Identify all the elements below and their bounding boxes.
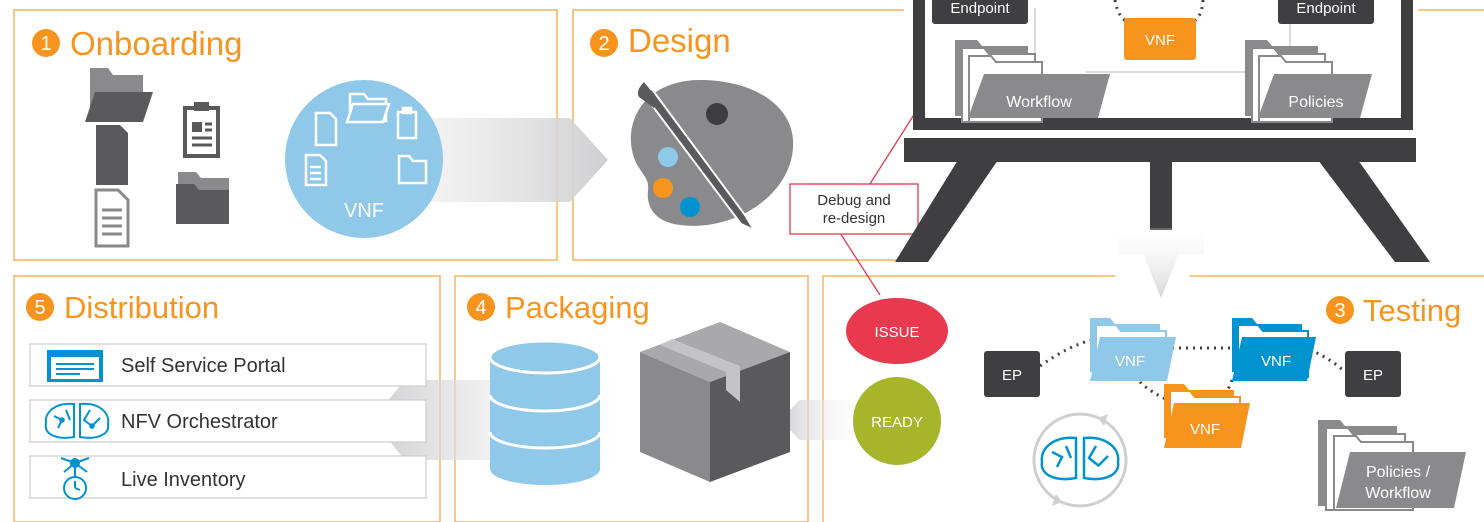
issue-badge: ISSUE [846,298,948,364]
vnf-circle-label: VNF [344,200,384,222]
board-vnf: VNF [1145,32,1175,49]
inventory-icon [60,457,90,500]
ep-left-box [984,351,1040,397]
packaging-title: 4 Packaging [467,290,650,325]
board-endpoint-right: Endpoint [1296,0,1356,17]
testing-number: 3 [1334,300,1345,322]
onboarding-number: 1 [40,33,51,55]
distribution-item-label: Self Service Portal [121,355,286,377]
distribution-item-label: Live Inventory [121,469,246,491]
design-title: 2 Design [590,22,731,59]
ready-label: READY [871,414,923,431]
policies-workflow-line1: Policies / [1366,464,1431,481]
distribution-item-orchestrator[interactable]: NFV Orchestrator [29,399,427,443]
ep-right-box [1345,351,1401,397]
design-number: 2 [598,33,609,55]
whiteboard: Endpoint Endpoint VNF Workflow Policies [895,0,1430,298]
folder-stack-icon [176,172,229,224]
policies-workflow-folder: Policies / Workflow [1318,420,1466,511]
ready-flow-arrow [780,400,870,440]
board-workflow-folder: Workflow [955,40,1110,123]
debug-redesign-box: Debug and re-design [789,183,919,235]
debug-line2: re-design [823,210,886,227]
policies-workflow-line2: Workflow [1365,485,1431,502]
vnf-b-label: VNF [1261,353,1291,370]
packaging-heading: Packaging [505,290,650,325]
board-endpoint-left: Endpoint [950,0,1010,17]
easel-leg-right [1318,160,1430,262]
ep-right-label: EP [1363,367,1383,384]
debug-line1: Debug and [817,192,890,209]
document-icon [96,125,128,185]
testing-heading: Testing [1363,293,1461,328]
database-icon [488,339,602,485]
packaging-number: 4 [475,297,486,319]
brain-icon [44,402,110,439]
ready-badge: READY [853,377,941,465]
onboarding-title: 1 Onboarding [32,25,242,62]
easel-leg-left [895,160,998,262]
board-policies-label: Policies [1288,94,1343,111]
distribution-item-inventory[interactable]: Live Inventory [29,455,427,500]
palette-icon [630,80,794,233]
vnf-circle: VNF [285,80,443,238]
distribution-title: 5 Distribution [26,290,219,325]
down-flow-arrow [1118,228,1204,298]
testing-diagram: EP EP VNF VNF VNF [984,318,1466,511]
design-heading: Design [628,22,731,59]
vnf-folder-blue: VNF [1232,318,1316,381]
testing-title: 3 Testing [1326,293,1461,328]
board-policies-folder: Policies [1245,40,1372,123]
vnf-folder-orange: VNF [1164,384,1250,448]
onboarding-heading: Onboarding [70,25,242,62]
distribution-item-portal[interactable]: Self Service Portal [29,343,427,387]
clipboard-icon [183,102,220,158]
vnf-a-label: VNF [1115,353,1145,370]
board-workflow-label: Workflow [1006,94,1072,111]
package-box-icon [640,322,790,482]
vnf-folder-light: VNF [1090,318,1176,381]
open-folder-icon [85,68,153,122]
distribution-number: 5 [34,297,45,319]
distribution-item-label: NFV Orchestrator [121,411,278,433]
text-document-icon [94,188,130,248]
ep-left-label: EP [1002,367,1022,384]
vnf-c-label: VNF [1190,421,1220,438]
distribution-heading: Distribution [64,290,219,325]
portal-icon [47,350,103,382]
issue-label: ISSUE [874,324,919,341]
cycle-brain-icon [1032,412,1128,508]
